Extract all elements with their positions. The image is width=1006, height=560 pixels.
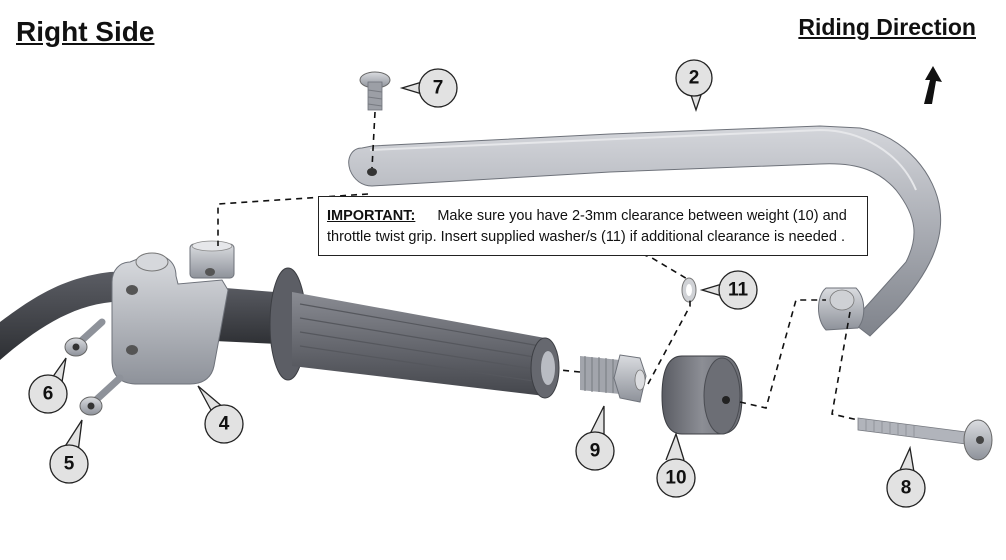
callout-label-6: 6 [43, 384, 54, 405]
screw-part-5 [79, 374, 124, 416]
callout-8: 8 [886, 445, 926, 508]
callout-label-9: 9 [590, 441, 601, 462]
callout-7: 7 [399, 68, 458, 108]
callout-9: 9 [575, 405, 615, 471]
callout-label-7: 7 [433, 78, 444, 99]
hand-guard-part-2 [348, 125, 942, 337]
weight-part-10 [661, 355, 743, 435]
important-note-text-2: throttle twist grip. Insert supplied was… [327, 229, 845, 245]
side-title: Right Side [16, 16, 155, 47]
callout-label-10: 10 [665, 468, 686, 489]
callout-label-5: 5 [64, 454, 75, 475]
riding-direction-arrow-icon [924, 66, 942, 104]
important-note-box: IMPORTANT: Make sure you have 2-3mm clear… [318, 196, 868, 256]
riding-direction-label: Riding Direction [798, 14, 976, 40]
bolt-part-8 [857, 417, 993, 461]
callout-11: 11 [699, 270, 758, 310]
clamp-part-4 [111, 240, 235, 385]
callout-label-8: 8 [901, 478, 912, 499]
washer-part-11 [681, 277, 697, 303]
screw-part-6 [64, 318, 106, 357]
callout-2: 2 [675, 59, 713, 113]
callout-5: 5 [49, 419, 89, 484]
adapter-part-9 [580, 354, 647, 403]
callout-label-2: 2 [689, 68, 700, 89]
callout-label-11: 11 [728, 280, 749, 301]
callout-6: 6 [28, 357, 68, 414]
important-note-text-1: Make sure you have 2-3mm clearance betwe… [437, 208, 847, 224]
throttle-grip [269, 267, 560, 399]
important-note-lead: IMPORTANT: [327, 208, 416, 224]
screw-part-7 [359, 71, 391, 111]
important-note-line-1: IMPORTANT: Make sure you have 2-3mm clear… [327, 206, 857, 227]
callout-4: 4 [197, 385, 244, 444]
callout-label-4: 4 [219, 414, 230, 435]
callout-10: 10 [656, 432, 696, 498]
